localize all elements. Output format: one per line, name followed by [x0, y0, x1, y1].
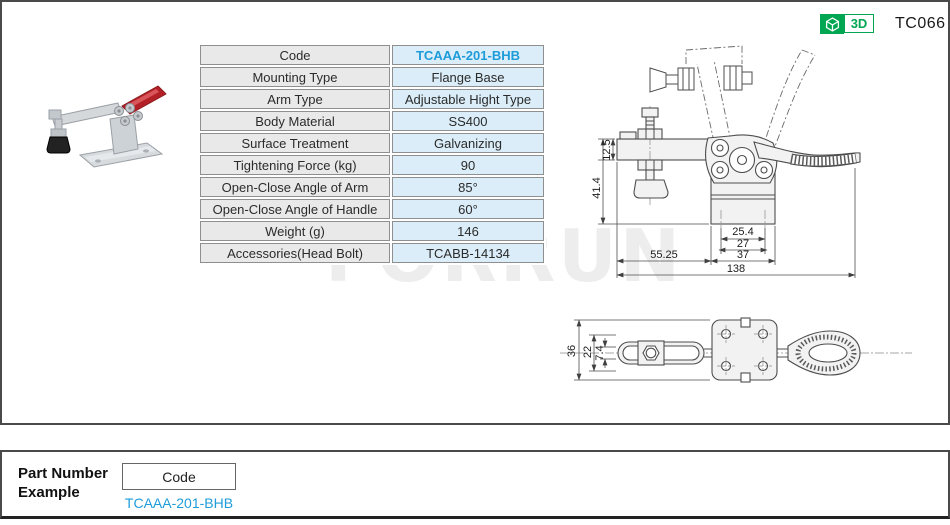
dim-41-4: 41.4	[591, 177, 603, 198]
spec-value: TCABB-14134	[392, 243, 544, 263]
title-line-1: Part Number	[18, 465, 109, 482]
spec-value: Flange Base	[392, 67, 544, 87]
3d-model-badge[interactable]: 3D	[820, 14, 874, 34]
main-content-area: FORRUN	[0, 0, 950, 425]
spec-label: Weight (g)	[200, 221, 390, 241]
spec-label: Open-Close Angle of Arm	[200, 177, 390, 197]
page-code: TC066	[895, 15, 946, 32]
3d-badge-label: 3D	[844, 14, 874, 33]
code-header-box: Code	[122, 463, 236, 490]
product-photo	[46, 85, 167, 168]
dim-138: 138	[727, 263, 745, 275]
spec-row-tightening-force: Tightening Force (kg)90	[200, 155, 544, 175]
handle-closed	[753, 141, 861, 168]
spec-label: Arm Type	[200, 89, 390, 109]
top-view-drawing: 36 22 7.4	[560, 317, 912, 383]
spec-row-accessories: Accessories(Head Bolt)TCABB-14134	[200, 243, 544, 263]
spec-label: Surface Treatment	[200, 133, 390, 153]
spec-value: SS400	[392, 111, 544, 131]
spec-label: Accessories(Head Bolt)	[200, 243, 390, 263]
spec-row-weight: Weight (g)146	[200, 221, 544, 241]
spec-value: 90	[392, 155, 544, 175]
dim-7-4: 7.4	[594, 345, 606, 360]
spec-label: Tightening Force (kg)	[200, 155, 390, 175]
top-view-arm	[617, 340, 790, 366]
spec-value: 60°	[392, 199, 544, 219]
spec-label: Mounting Type	[200, 67, 390, 87]
spec-value: Galvanizing	[392, 133, 544, 153]
spec-value: Adjustable Hight Type	[392, 89, 544, 109]
toggle-clamp-photo	[46, 85, 167, 168]
dim-55-25: 55.25	[650, 249, 678, 261]
spec-label: Open-Close Angle of Handle	[200, 199, 390, 219]
top-view-flange-plate	[711, 317, 778, 383]
part-number-example-title: Part Number Example	[18, 464, 108, 502]
dim-37: 37	[737, 249, 749, 261]
spec-label: Body Material	[200, 111, 390, 131]
spec-label: Code	[200, 45, 390, 65]
spec-value: 85°	[392, 177, 544, 197]
front-view-drawing: 12.5 41.4 25.4 27 37 55.25 138	[591, 45, 861, 278]
front-view-dimensions: 12.5 41.4 25.4 27 37 55.25 138	[591, 138, 856, 278]
dim-12-5: 12.5	[601, 139, 613, 160]
top-view-handle-grip	[787, 330, 861, 376]
title-line-2: Example	[18, 484, 80, 501]
top-view-dimensions: 36 22 7.4	[566, 319, 710, 381]
part-number-code-value[interactable]: TCAAA-201-BHB	[124, 495, 234, 511]
dim-27: 27	[737, 238, 749, 250]
cube-3d-icon	[820, 14, 844, 34]
dim-22: 22	[582, 346, 594, 358]
dim-36: 36	[566, 345, 578, 357]
spec-value: 146	[392, 221, 544, 241]
dim-25-4: 25.4	[732, 226, 753, 238]
spec-value: TCAAA-201-BHB	[392, 45, 544, 65]
part-number-example-box: Part Number Example Code TCAAA-201-BHB	[0, 450, 950, 519]
